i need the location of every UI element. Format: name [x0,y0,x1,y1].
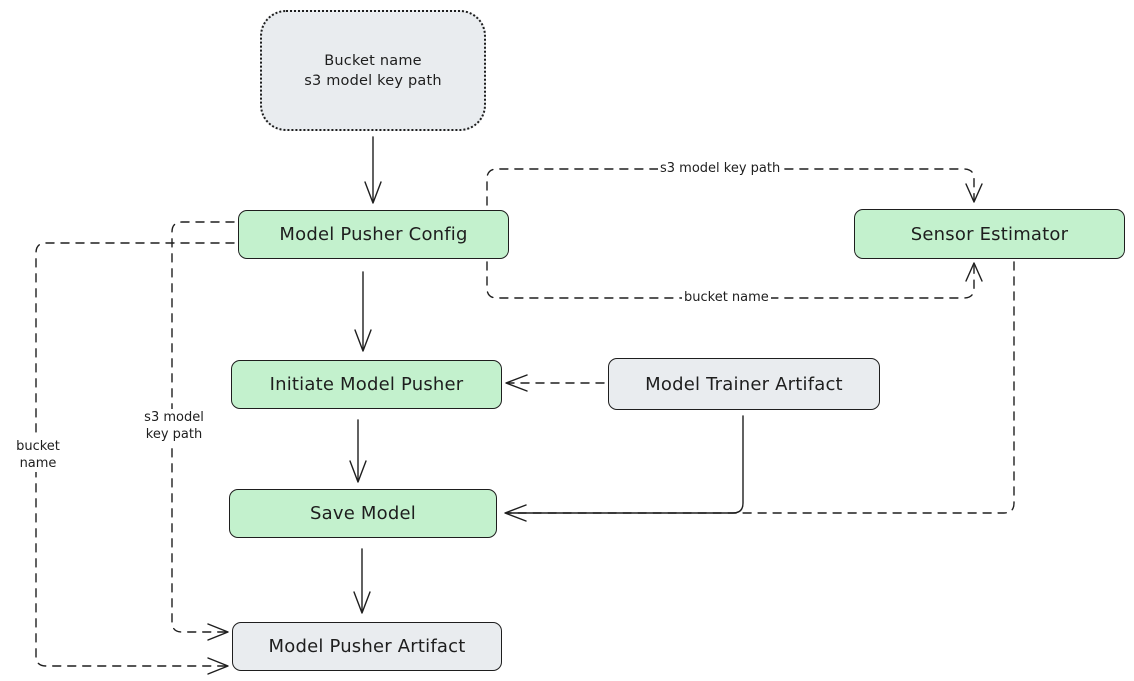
edge-trainer-to-save [505,415,744,514]
edge-label-left-key-path-line2: key path [136,426,212,443]
edge-label-bottom-bucket-name: bucket name [682,289,771,306]
edge-label-left-key-path: s3 model key path [134,409,214,443]
save-model-label: Save Model [310,503,416,524]
arrowhead-save-from-trainer [504,504,527,522]
model-pusher-artifact-label: Model Pusher Artifact [268,636,466,657]
model-pusher-artifact-node: Model Pusher Artifact [232,622,502,671]
arrowhead-artifact-keypath [207,623,229,641]
edge-estimator-to-save [505,261,1015,514]
edge-label-far-left-bucket: bucket name [6,438,70,472]
arrowhead-save-from-initiate [349,460,367,483]
source-bucket-name-text: Bucket name [324,52,422,69]
arrowhead-artifact-bucket [207,657,229,675]
arrowhead-estimator-top [965,183,983,203]
arrowhead-estimator-bottom [965,262,983,282]
save-model-node: Save Model [229,489,497,538]
model-pusher-config-label: Model Pusher Config [279,224,468,245]
source-key-path-text: s3 model key path [304,72,442,89]
model-trainer-artifact-node: Model Trainer Artifact [608,358,880,410]
model-pusher-config-node: Model Pusher Config [238,210,509,259]
arrowhead-initiate [354,329,372,352]
arrowhead-artifact [353,591,371,614]
edge-label-far-left-bucket-line1: bucket [8,438,68,455]
edge-label-left-key-path-line1: s3 model [136,409,212,426]
sensor-estimator-label: Sensor Estimator [910,223,1069,245]
edge-label-far-left-bucket-line2: name [8,455,68,472]
arrowhead-initiate-from-trainer [505,374,528,392]
model-trainer-artifact-label: Model Trainer Artifact [645,373,843,395]
initiate-model-pusher-node: Initiate Model Pusher [231,360,502,409]
initiate-model-pusher-label: Initiate Model Pusher [269,374,464,395]
sensor-estimator-node: Sensor Estimator [854,209,1125,259]
source-node: Bucket name s3 model key path [260,10,486,131]
edge-label-top-key-path: s3 model key path [658,160,783,177]
arrowhead-config [364,181,382,204]
